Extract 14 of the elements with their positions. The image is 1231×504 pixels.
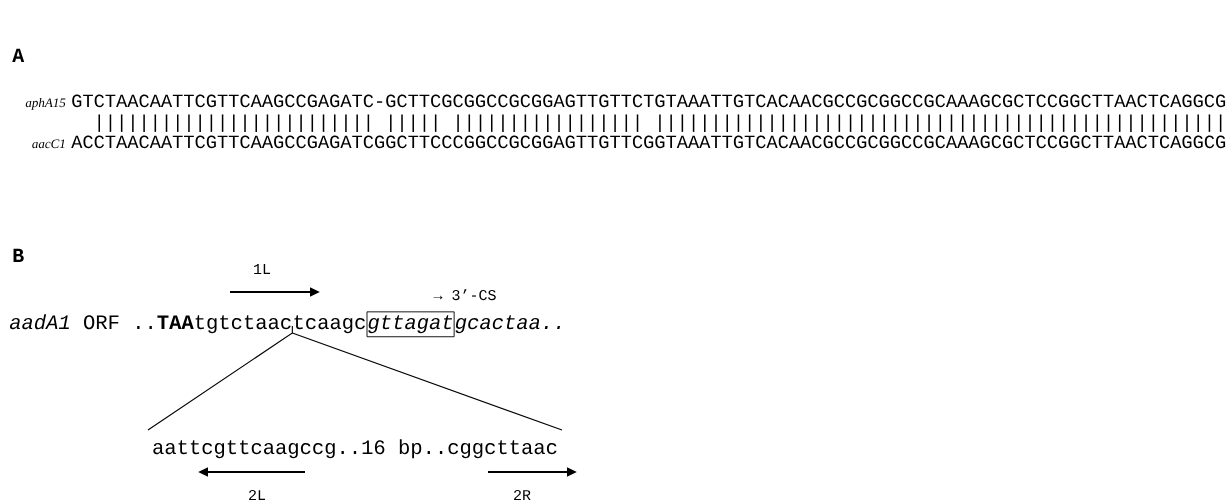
sequence-text: ACCTAACAATTCGTTCAAGCCGAGATCGGCTTCCCGGCCGCGGAGTTGTTCGGTAAATTGTCACAACGCCGCGGCCGCAAAGCGCTCCGGCTTAACTCAGGCG [71, 135, 1226, 149]
primer-label: 2R [514, 489, 531, 500]
sequence-text: aadA1 ORF ..TAAtgtctaac [9, 314, 291, 334]
sequence-name: aacC1 [32, 139, 65, 149]
section-letter: B [13, 248, 24, 262]
sequence-text: GTCTAACAATTCGTTCAAGCCGAGATC-GCTTCGCGGCCGCGGAGTTGTTCTGTAAATTGTCACAACGCCGCGGCCGCAAAGCGCTCCGGCTTAACTCAGGCG [72, 94, 1226, 108]
primer-label: 2L [249, 489, 266, 500]
sequence-text: aattcgttcaagccg..16 bp..cggcttaac [153, 439, 557, 459]
primer-label: 1L [254, 264, 271, 274]
match-bars: ||||||||||||||||||||||||| ||||| ||||||||||||||||| ||||||||||||||||||||||||||||||||||||||||||||||||||| [98, 114, 1222, 132]
section-letter: A [12, 48, 25, 62]
sequence-annotation: → 3’-CS [433, 289, 496, 301]
sequence-name: aphA15 [25, 98, 66, 110]
motif-box: gttagat [366, 311, 455, 338]
